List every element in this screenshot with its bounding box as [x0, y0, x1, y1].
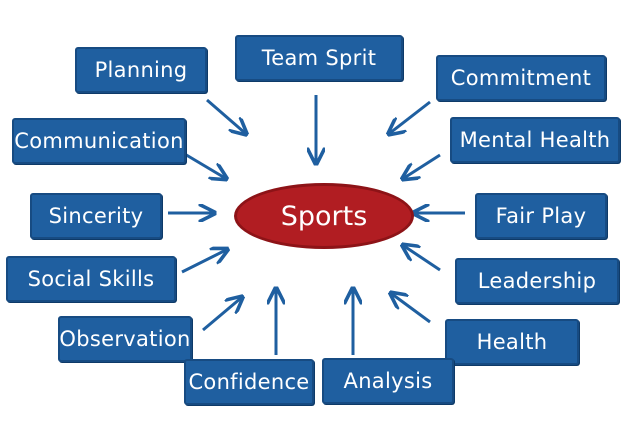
- node-sincerity: Sincerity: [30, 193, 162, 239]
- arrow-planning: [206, 98, 245, 133]
- node-analysis: Analysis: [322, 358, 454, 404]
- node-confidence: Confidence: [184, 359, 314, 405]
- arrow-communication: [182, 151, 225, 178]
- node-team-spirit: Team Sprit: [235, 35, 403, 81]
- node-social-skills: Social Skills: [6, 256, 176, 302]
- node-commitment: Commitment: [436, 55, 606, 101]
- arrow-health: [392, 294, 431, 324]
- arrow-social-skills: [181, 250, 226, 274]
- node-communication: Communication: [12, 118, 186, 164]
- node-leadership: Leadership: [455, 258, 619, 304]
- node-observation: Observation: [58, 316, 192, 362]
- center-node-sports: Sports: [234, 183, 414, 249]
- arrow-commitment: [390, 100, 431, 133]
- node-planning: Planning: [75, 47, 207, 93]
- arrow-mental-health: [404, 153, 441, 178]
- arrow-leadership: [404, 246, 441, 272]
- node-mental-health: Mental Health: [450, 117, 620, 163]
- node-health: Health: [445, 319, 579, 365]
- node-fair-play: Fair Play: [475, 193, 607, 239]
- arrow-observation: [202, 298, 241, 332]
